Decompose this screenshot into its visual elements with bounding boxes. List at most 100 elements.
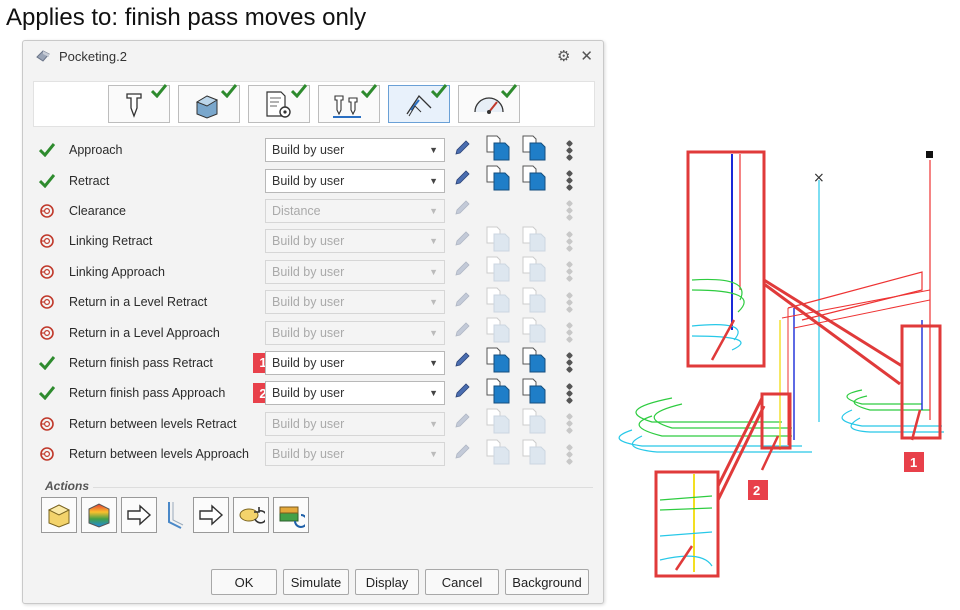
copy-button[interactable] xyxy=(485,316,511,349)
copy-icon xyxy=(486,347,510,373)
arrow-button-2[interactable] xyxy=(193,497,229,533)
macro-mode-select[interactable]: Build by user▼ xyxy=(265,411,445,436)
macros-tab[interactable] xyxy=(388,84,450,123)
copy-button[interactable] xyxy=(485,346,511,379)
macro-mode-select[interactable]: Build by user▼ xyxy=(265,259,445,284)
edit-button[interactable] xyxy=(453,199,471,222)
paste-button[interactable] xyxy=(521,225,547,258)
ok-button[interactable]: OK xyxy=(211,569,277,595)
macro-mode-select[interactable]: Build by user▼ xyxy=(265,442,445,467)
feeds-tab[interactable] xyxy=(318,84,380,123)
copy-button[interactable] xyxy=(485,164,511,197)
arrow-button[interactable] xyxy=(121,497,157,533)
macro-mode-select[interactable]: Build by user▼ xyxy=(265,168,445,193)
ramp-button[interactable] xyxy=(161,497,189,533)
edit-button[interactable] xyxy=(453,412,471,435)
pencil-icon xyxy=(455,292,470,307)
macro-mode-select[interactable]: Build by user▼ xyxy=(265,320,445,345)
paste-button[interactable] xyxy=(521,255,547,288)
drag-handle[interactable] xyxy=(565,139,574,161)
copy-button[interactable] xyxy=(485,407,511,440)
cancel-button[interactable]: Cancel xyxy=(425,569,499,595)
actions-divider xyxy=(93,487,593,488)
edit-button[interactable] xyxy=(453,291,471,314)
edit-button[interactable] xyxy=(453,169,471,192)
remove-button[interactable] xyxy=(273,497,309,533)
close-icon[interactable]: ✕ xyxy=(580,48,593,65)
paste-button[interactable] xyxy=(521,407,547,440)
chevron-down-icon: ▼ xyxy=(429,175,438,186)
edit-button[interactable] xyxy=(453,230,471,253)
dialog-title: Pocketing.2 xyxy=(59,48,127,64)
speedometer-tab[interactable] xyxy=(458,84,520,123)
drag-handle[interactable] xyxy=(565,170,574,192)
gear-icon[interactable]: ⚙ xyxy=(556,48,571,65)
paste-button[interactable] xyxy=(521,438,547,471)
drag-handle[interactable] xyxy=(565,200,574,222)
chevron-down-icon: ▼ xyxy=(429,297,438,308)
edit-button[interactable] xyxy=(453,260,471,283)
drag-handle[interactable] xyxy=(565,413,574,435)
inactive-macro-icon xyxy=(40,416,54,431)
strategy-tab[interactable] xyxy=(248,84,310,123)
paste-button[interactable] xyxy=(521,377,547,410)
macro-mode-select[interactable]: Build by user▼ xyxy=(265,138,445,163)
paste-button[interactable] xyxy=(521,286,547,319)
paste-button[interactable] xyxy=(521,164,547,197)
paste-button[interactable] xyxy=(521,316,547,349)
drag-handle[interactable] xyxy=(565,261,574,283)
macro-mode-select[interactable]: Build by user▼ xyxy=(265,381,445,406)
paste-button[interactable] xyxy=(521,346,547,379)
edit-button[interactable] xyxy=(453,321,471,344)
add-helix-button[interactable] xyxy=(81,497,117,533)
copy-button[interactable] xyxy=(485,377,511,410)
macro-mode-select[interactable]: Build by user▼ xyxy=(265,290,445,315)
add-helix-icon xyxy=(88,503,110,528)
display-button[interactable]: Display xyxy=(355,569,419,595)
drag-handle[interactable] xyxy=(565,443,574,465)
macro-mode-select[interactable]: Build by user▼ xyxy=(265,350,445,375)
tool-tab[interactable] xyxy=(108,84,170,123)
arrow-icon xyxy=(199,504,224,526)
select-value: Build by user xyxy=(272,355,345,370)
edit-button[interactable] xyxy=(453,443,471,466)
copy-button[interactable] xyxy=(485,225,511,258)
paste-button[interactable] xyxy=(521,134,547,167)
copy-button[interactable] xyxy=(485,255,511,288)
drag-handle[interactable] xyxy=(565,291,574,313)
copy-button[interactable] xyxy=(485,134,511,167)
sweep-button[interactable] xyxy=(233,497,269,533)
macro-mode-select[interactable]: Build by user▼ xyxy=(265,229,445,254)
paste-icon xyxy=(522,408,546,434)
edit-button[interactable] xyxy=(453,139,471,162)
paste-icon xyxy=(522,347,546,373)
edit-button[interactable] xyxy=(453,351,471,374)
chevron-down-icon: ▼ xyxy=(429,205,438,216)
drag-handle[interactable] xyxy=(565,382,574,404)
edit-button[interactable] xyxy=(453,382,471,405)
macro-mode-select[interactable]: Distance▼ xyxy=(265,198,445,223)
geometry-tab[interactable] xyxy=(178,84,240,123)
pencil-icon xyxy=(455,140,470,155)
add-axial-button[interactable] xyxy=(41,497,77,533)
status-active xyxy=(33,173,61,188)
copy-button[interactable] xyxy=(485,286,511,319)
drag-handle[interactable] xyxy=(565,352,574,374)
tab-strip xyxy=(33,81,595,127)
drag-handle[interactable] xyxy=(565,321,574,344)
copy-button[interactable] xyxy=(485,438,511,471)
background-button[interactable]: Background xyxy=(505,569,589,595)
drag-handle[interactable] xyxy=(565,230,574,252)
simulate-button[interactable]: Simulate xyxy=(283,569,349,595)
